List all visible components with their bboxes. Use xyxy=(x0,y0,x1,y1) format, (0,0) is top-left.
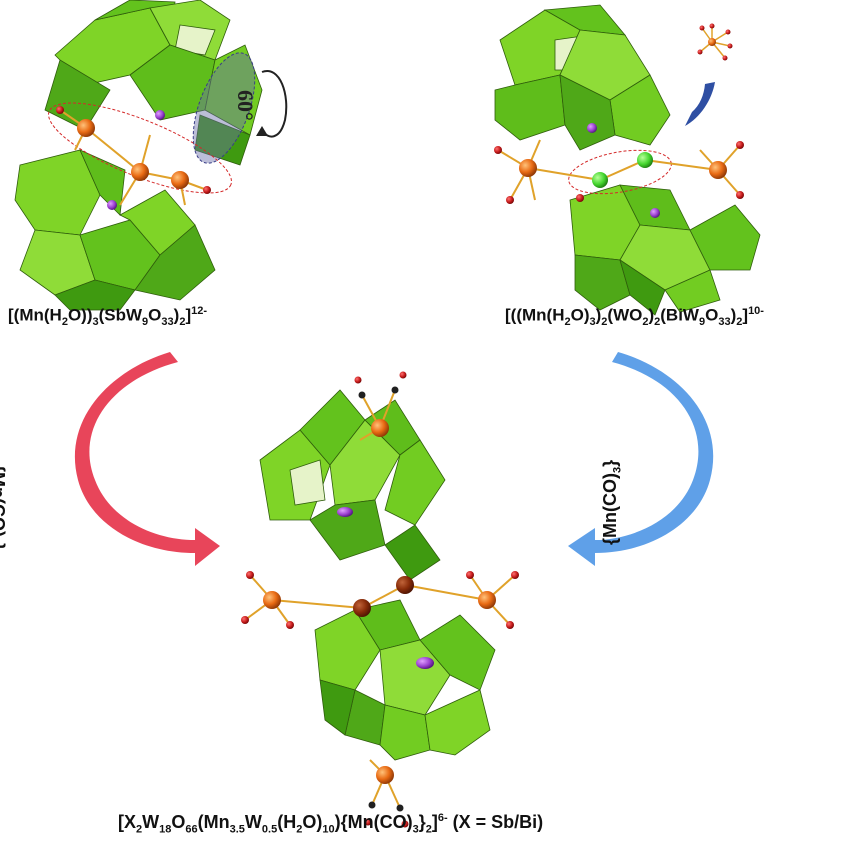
sb-atom xyxy=(155,110,165,120)
left-cluster xyxy=(14,0,288,311)
rotation-angle-label: 60° xyxy=(233,90,258,121)
right-reagent-label: {Mn(CO)3} xyxy=(600,459,624,545)
oxygen-atom xyxy=(203,186,211,194)
insertion-arrow xyxy=(685,82,715,126)
mn-atom xyxy=(77,119,95,137)
mn-atom xyxy=(131,163,149,181)
oxygen-atom xyxy=(56,106,64,114)
right-cluster xyxy=(494,4,761,316)
product-cluster xyxy=(241,371,519,828)
left-reaction-arrow xyxy=(74,352,221,566)
reactant-right-formula: [((Mn(H2O)3)2(WO2)2(BiW9O33)2]10- xyxy=(505,305,764,329)
left-reagent-label: {Mn(CO)3} xyxy=(0,465,8,550)
mn-atom xyxy=(171,171,189,189)
product-formula: [X2W18O66(Mn3.5W0.5(H2O)10){Mn(CO)3}2]6-… xyxy=(118,812,544,836)
reactant-left-formula: [(Mn(H2O))3(SbW9O33)2]12- xyxy=(8,305,208,329)
right-reaction-arrow xyxy=(568,352,714,566)
sb-atom xyxy=(107,200,117,210)
